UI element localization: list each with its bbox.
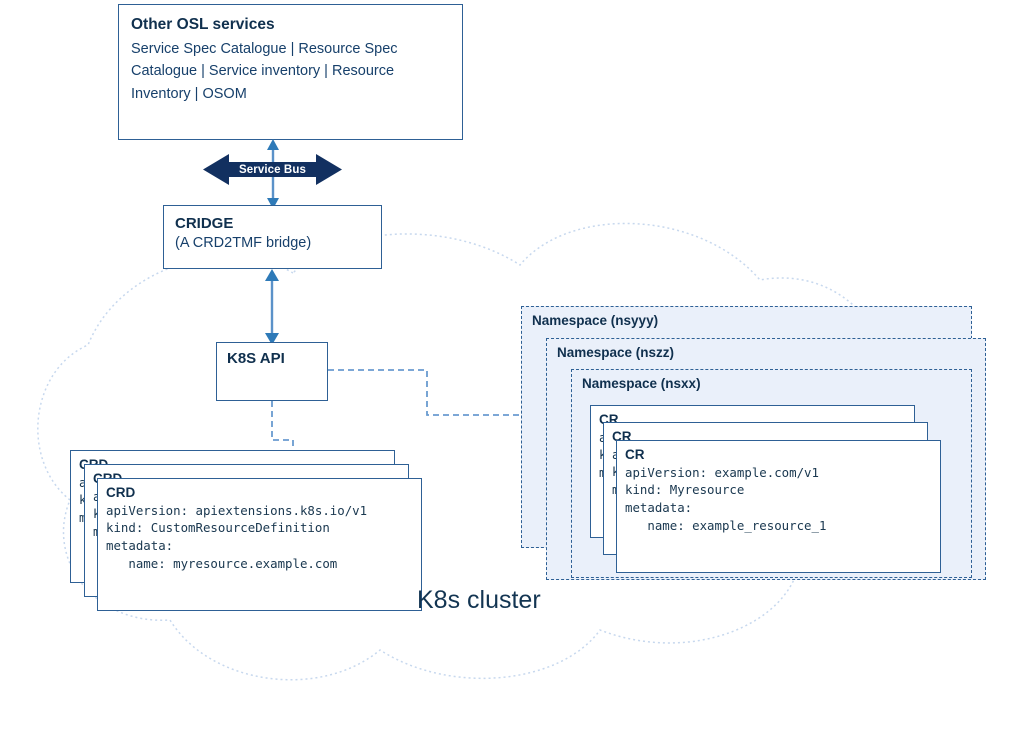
k8s-cluster-label: K8s cluster bbox=[417, 586, 541, 614]
namespace-label: Namespace (nsyyy) bbox=[532, 313, 659, 328]
cridge-to-k8sapi-arrow bbox=[265, 269, 279, 345]
service-bus-shape-icon bbox=[203, 154, 342, 185]
crd-card-title: CRD bbox=[106, 485, 136, 500]
other-osl-services-box[interactable]: Other OSL services Service Spec Catalogu… bbox=[118, 4, 463, 140]
namespace-label: Namespace (nsxx) bbox=[582, 376, 701, 391]
cridge-box[interactable]: CRIDGE (A CRD2TMF bridge) bbox=[163, 205, 382, 269]
crd-card-front[interactable]: CRD apiVersion: apiextensions.k8s.io/v1 … bbox=[97, 478, 422, 611]
service-bus-arrow[interactable]: Service Bus bbox=[203, 152, 342, 187]
namespace-label: Namespace (nszz) bbox=[557, 345, 675, 360]
osl-title: Other OSL services bbox=[131, 16, 275, 33]
cr-card-code: apiVersion: example.com/v1 kind: Myresou… bbox=[625, 464, 827, 533]
crd-card-code: apiVersion: apiextensions.k8s.io/v1 kind… bbox=[106, 502, 368, 571]
k8s-api-title: K8S API bbox=[227, 350, 285, 367]
cridge-subtitle: (A CRD2TMF bridge) bbox=[175, 234, 312, 251]
osl-services-list: Service Spec Catalogue | Resource Spec C… bbox=[131, 40, 398, 102]
k8s-api-box[interactable]: K8S API bbox=[216, 342, 328, 401]
service-bus-label: Service Bus bbox=[239, 163, 306, 176]
cr-card-title: CR bbox=[625, 447, 645, 462]
cridge-title: CRIDGE bbox=[175, 215, 234, 232]
cr-card-front[interactable]: CR apiVersion: example.com/v1 kind: Myre… bbox=[616, 440, 941, 573]
